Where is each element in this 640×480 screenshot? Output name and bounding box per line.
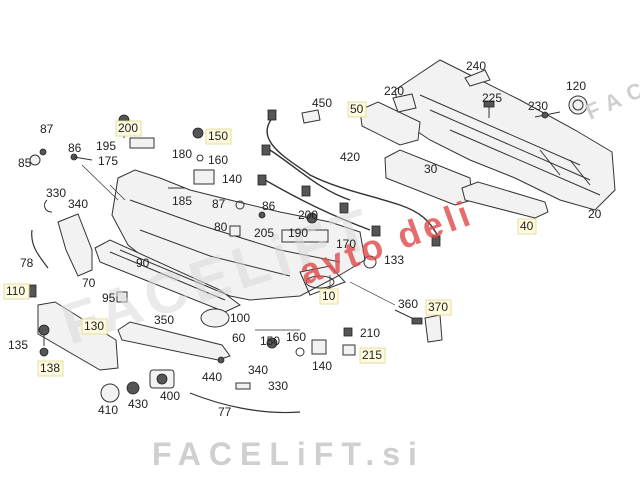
lower-grille — [94, 239, 241, 313]
lower-trim-strip — [461, 181, 549, 219]
callout-label: 230 — [528, 99, 548, 113]
callout-label: 20 — [588, 207, 602, 221]
callout-label: 215 — [362, 348, 382, 362]
callout-label: 205 — [254, 226, 274, 240]
callout-label: 140 — [312, 359, 332, 373]
watermark-side-mark: FACELiFT.si — [582, 14, 640, 124]
callout-label: 100 — [230, 311, 250, 325]
sensor-part — [534, 111, 561, 119]
fog-lamp-cover — [200, 308, 230, 328]
mounting-bracket — [359, 101, 421, 146]
callout-label: 30 — [424, 162, 438, 176]
callout-label: 370 — [428, 300, 448, 314]
callout-label: 160 — [208, 153, 228, 167]
callout-label: 135 — [8, 338, 28, 352]
callout-box — [81, 318, 108, 335]
callout-label: 130 — [84, 319, 104, 333]
bumper-reinforcement — [394, 59, 616, 211]
side-trim — [57, 213, 93, 277]
callout-box — [205, 128, 232, 145]
horn-part — [568, 95, 588, 115]
long-trim-strip — [117, 321, 231, 361]
callout-box — [517, 218, 537, 235]
small-bracket — [392, 93, 417, 113]
callout-label: 185 — [172, 194, 192, 208]
callout-label: 200 — [118, 121, 138, 135]
callout-label: 330 — [268, 379, 288, 393]
callout-label: 190 — [288, 226, 308, 240]
callout-label: 70 — [82, 276, 96, 290]
callout-label: 220 — [384, 84, 404, 98]
callout-label: 360 — [398, 297, 418, 311]
callout-label: 87 — [212, 197, 226, 211]
callout-box — [359, 347, 386, 364]
watermark-footer: FACELiFT.si — [152, 436, 425, 472]
callout-label: 10 — [322, 289, 336, 303]
wiring-harness — [257, 109, 441, 247]
callout-label: 150 — [208, 129, 228, 143]
callout-label: 420 — [340, 150, 360, 164]
sensor-bracket — [424, 314, 443, 343]
callout-label: 138 — [40, 361, 60, 375]
callout-label: 170 — [336, 237, 356, 251]
callout-label: 180 — [172, 147, 192, 161]
license-plate-holder — [37, 301, 119, 371]
callout-box — [347, 101, 367, 118]
callout-box — [319, 288, 339, 305]
callout-label: 350 — [154, 313, 174, 327]
callout-label: 77 — [218, 405, 232, 419]
connector-part — [301, 109, 321, 124]
callout-label: 160 — [286, 330, 306, 344]
cable-part-lower — [189, 392, 301, 414]
callout-label: 50 — [350, 102, 364, 116]
callout-label: 85 — [18, 156, 32, 170]
callout-label: 195 — [96, 139, 116, 153]
callout-box — [115, 120, 142, 137]
callout-label: 86 — [68, 141, 82, 155]
clip-part — [464, 69, 491, 87]
callout-label: 150 — [260, 334, 280, 348]
callout-box — [425, 299, 452, 316]
callout-label: 330 — [46, 186, 66, 200]
callout-label: 40 — [520, 219, 534, 233]
callout-label: 95 — [102, 291, 116, 305]
callout-label: 175 — [98, 154, 118, 168]
hardware-pieces — [29, 114, 377, 390]
callout-box — [37, 360, 64, 377]
callout-label: 240 — [466, 59, 486, 73]
callout-label: 78 — [20, 256, 34, 270]
cable-part — [31, 229, 49, 269]
parking-sensor — [394, 309, 423, 325]
callout-label: 86 — [262, 199, 276, 213]
callout-label: 430 — [128, 397, 148, 411]
callout-label: 225 — [482, 91, 502, 105]
callout-label: 80 — [214, 220, 228, 234]
callout-label: 60 — [232, 331, 246, 345]
fog-lamp-assembly — [100, 369, 175, 403]
callout-label: 340 — [248, 363, 268, 377]
callout-box — [3, 283, 30, 300]
callout-label: 90 — [136, 256, 150, 270]
callout-label: 133 — [384, 253, 404, 267]
callout-label: 110 — [6, 284, 25, 298]
callout-label: 400 — [160, 389, 180, 403]
callout-label: 140 — [222, 172, 242, 186]
callout-label: 450 — [312, 96, 332, 110]
callout-label: 200 — [298, 208, 318, 222]
callout-label: 440 — [202, 370, 222, 384]
callout-label: 120 — [566, 79, 586, 93]
callout-label: 410 — [98, 403, 118, 417]
callout-label: 210 — [360, 326, 380, 340]
screw-part — [483, 100, 495, 118]
callout-label: 87 — [40, 122, 54, 136]
callout-label: 340 — [68, 197, 88, 211]
